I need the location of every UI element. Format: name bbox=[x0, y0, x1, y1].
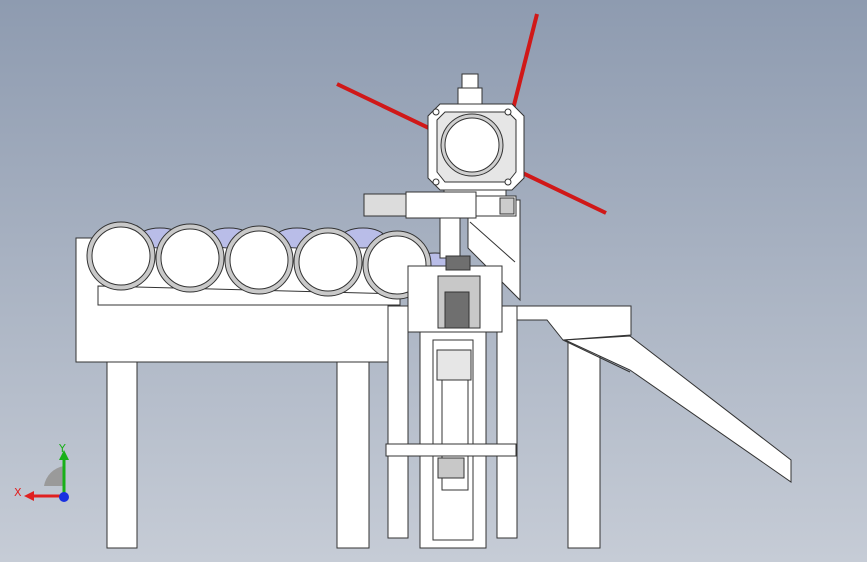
x-axis-label: X bbox=[14, 486, 22, 499]
cutter-support bbox=[439, 199, 521, 302]
lift-cylinder-head bbox=[436, 349, 472, 381]
discharge-chute bbox=[564, 335, 792, 483]
roller-rail bbox=[97, 285, 401, 306]
pipe-1-bore bbox=[91, 226, 151, 286]
motor-face bbox=[444, 117, 500, 173]
feed-cylinder-body bbox=[405, 191, 477, 219]
triad-plane bbox=[44, 466, 64, 486]
table-leg-middle bbox=[336, 359, 370, 549]
bolt-bottom-right bbox=[504, 178, 512, 186]
chute-edge bbox=[562, 339, 631, 373]
bolt-top-left bbox=[432, 108, 440, 116]
clamp-post-left bbox=[387, 305, 409, 539]
z-axis-dot bbox=[59, 492, 69, 502]
feed-cylinder-cap bbox=[363, 193, 407, 217]
y-axis-label: Y bbox=[58, 442, 66, 455]
bolt-bottom-left bbox=[432, 178, 440, 186]
lower-crossbar bbox=[385, 443, 517, 457]
gusset-line bbox=[469, 221, 516, 263]
bolt-top-right bbox=[504, 108, 512, 116]
lift-nut bbox=[437, 457, 465, 479]
cutter-spindle bbox=[439, 213, 461, 259]
pipe-3-bore bbox=[229, 230, 289, 290]
coordinate-triad[interactable]: Y X bbox=[14, 442, 69, 502]
x-axis-head bbox=[24, 491, 34, 501]
pipe-2-bore bbox=[160, 228, 220, 288]
top-fitting-body bbox=[457, 87, 483, 105]
clamp-top-block bbox=[445, 255, 471, 271]
y-axis-head bbox=[59, 450, 69, 460]
top-fitting bbox=[461, 73, 479, 89]
rod-nut bbox=[499, 197, 515, 215]
clamp-assembly bbox=[385, 255, 518, 549]
cutter-head bbox=[363, 73, 525, 219]
pipe-4-bore bbox=[298, 232, 358, 292]
table-leg-right bbox=[567, 329, 601, 549]
clamp-post-right bbox=[496, 305, 518, 539]
table-leg-left bbox=[106, 359, 138, 549]
clamp-core bbox=[444, 291, 470, 329]
